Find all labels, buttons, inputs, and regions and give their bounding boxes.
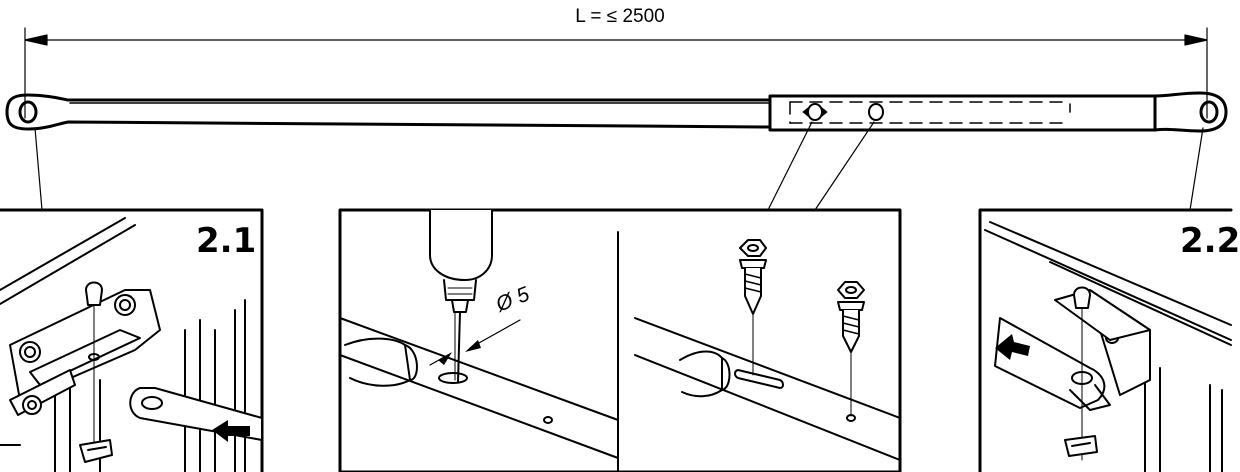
arm-bar [5, 91, 1228, 133]
length-dimension-label: L = ≤ 2500 [540, 6, 700, 28]
detail-2-1 [0, 208, 264, 472]
sleeve-holes [802, 103, 884, 121]
step-label-2-1: 2.1 [196, 221, 257, 261]
step-label-2-2: 2.2 [1180, 221, 1240, 261]
right-eye-hole [1199, 100, 1219, 124]
telescopic-sleeve [768, 94, 1157, 132]
detail-drill-screw [338, 208, 902, 472]
detail-2-2 [978, 208, 1233, 472]
left-eye-hole [18, 100, 38, 124]
leader-lines [34, 121, 1204, 211]
dimension-line [24, 27, 1208, 119]
